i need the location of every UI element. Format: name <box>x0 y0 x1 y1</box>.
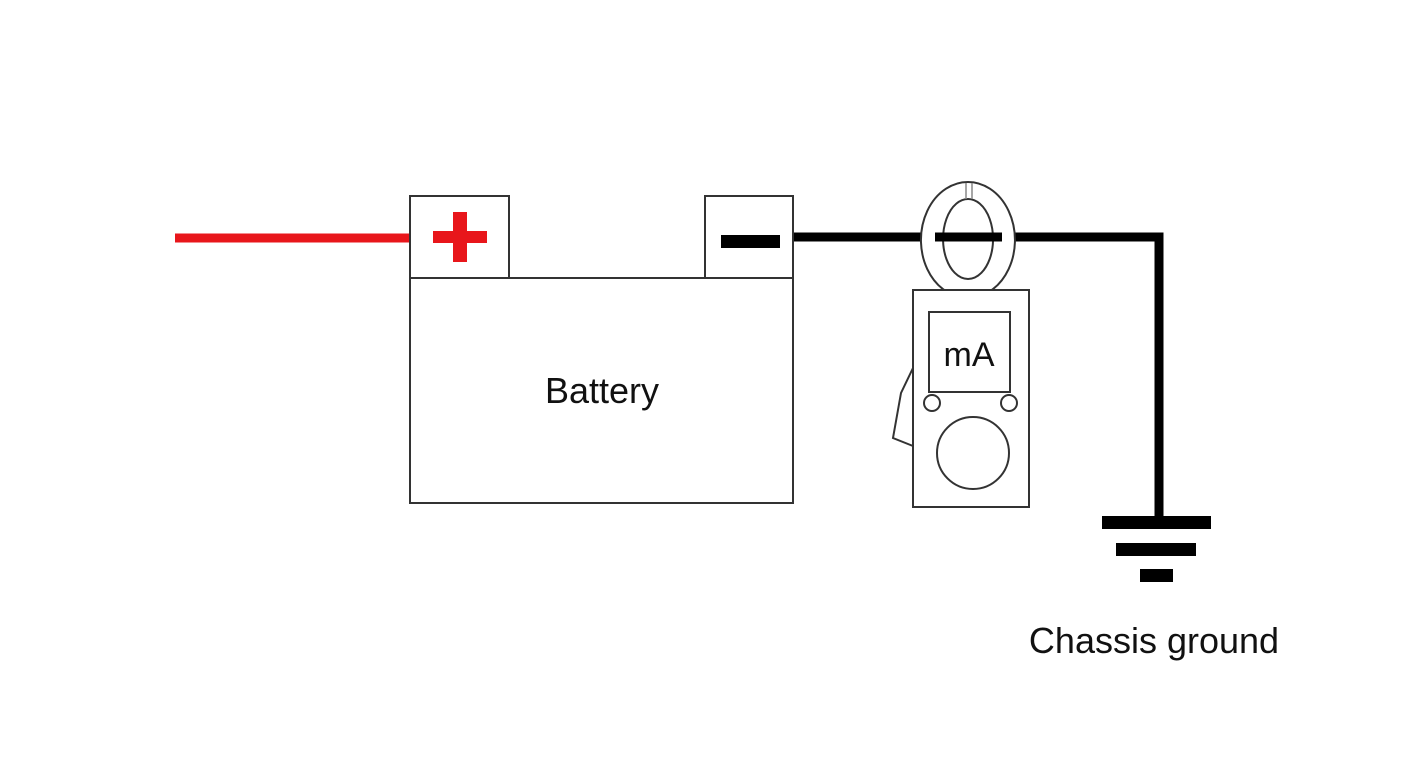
meter-left-jack <box>923 394 941 412</box>
clamp-meter: mA <box>891 181 1030 508</box>
plus-icon <box>433 212 487 262</box>
ground-icon <box>1102 516 1211 582</box>
negative-wire <box>793 232 1164 520</box>
meter-dial <box>936 416 1010 490</box>
meter-display <box>928 311 1011 393</box>
battery-label: Battery <box>545 370 659 411</box>
meter-trigger <box>891 367 914 447</box>
meter-unit-label: mA <box>944 336 995 374</box>
battery-body <box>409 277 794 504</box>
minus-icon <box>721 235 780 248</box>
ground-label: Chassis ground <box>1029 620 1279 661</box>
meter-right-jack <box>1000 394 1018 412</box>
